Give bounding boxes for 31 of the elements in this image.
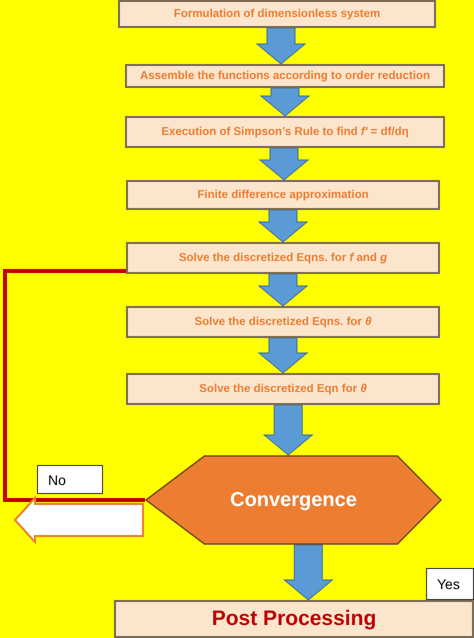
label-box	[426, 568, 474, 600]
node-text: Execution of Simpson’s Rule to find f′ = df/dη	[161, 126, 409, 138]
process-box	[118, 0, 436, 28]
node-text: Finite difference approximation	[197, 189, 369, 201]
block-arrow	[14, 495, 144, 545]
node-text: No	[48, 472, 66, 488]
node-text: Formulation of dimensionless system	[174, 8, 380, 20]
node-text: Post Processing	[212, 607, 376, 631]
node-text: Solve the discretized Eqns. for f and g	[178, 252, 388, 264]
block-arrow	[262, 404, 314, 456]
node-text: Yes	[437, 576, 460, 592]
process-box	[125, 116, 445, 148]
label-box	[37, 465, 103, 494]
process-box	[126, 242, 440, 274]
node-text: Assemble the functions according to order reduction	[140, 70, 430, 82]
block-arrow	[282, 544, 334, 601]
process-box	[126, 373, 440, 405]
block-arrow	[258, 210, 308, 243]
block-arrow	[258, 274, 308, 307]
feedback-line	[3, 269, 145, 502]
process-box	[114, 600, 474, 638]
block-arrow	[256, 28, 306, 65]
process-box	[126, 180, 440, 210]
block-arrow	[258, 338, 308, 374]
block-arrow	[260, 88, 310, 117]
node-text: Convergence	[230, 488, 357, 512]
process-box	[125, 64, 445, 88]
block-arrow	[258, 148, 310, 181]
process-box	[126, 306, 440, 338]
node-text: Solve the discretized Eqns. for θ	[194, 316, 372, 328]
node-text: Solve the discretized Eqn for θ	[199, 383, 367, 395]
